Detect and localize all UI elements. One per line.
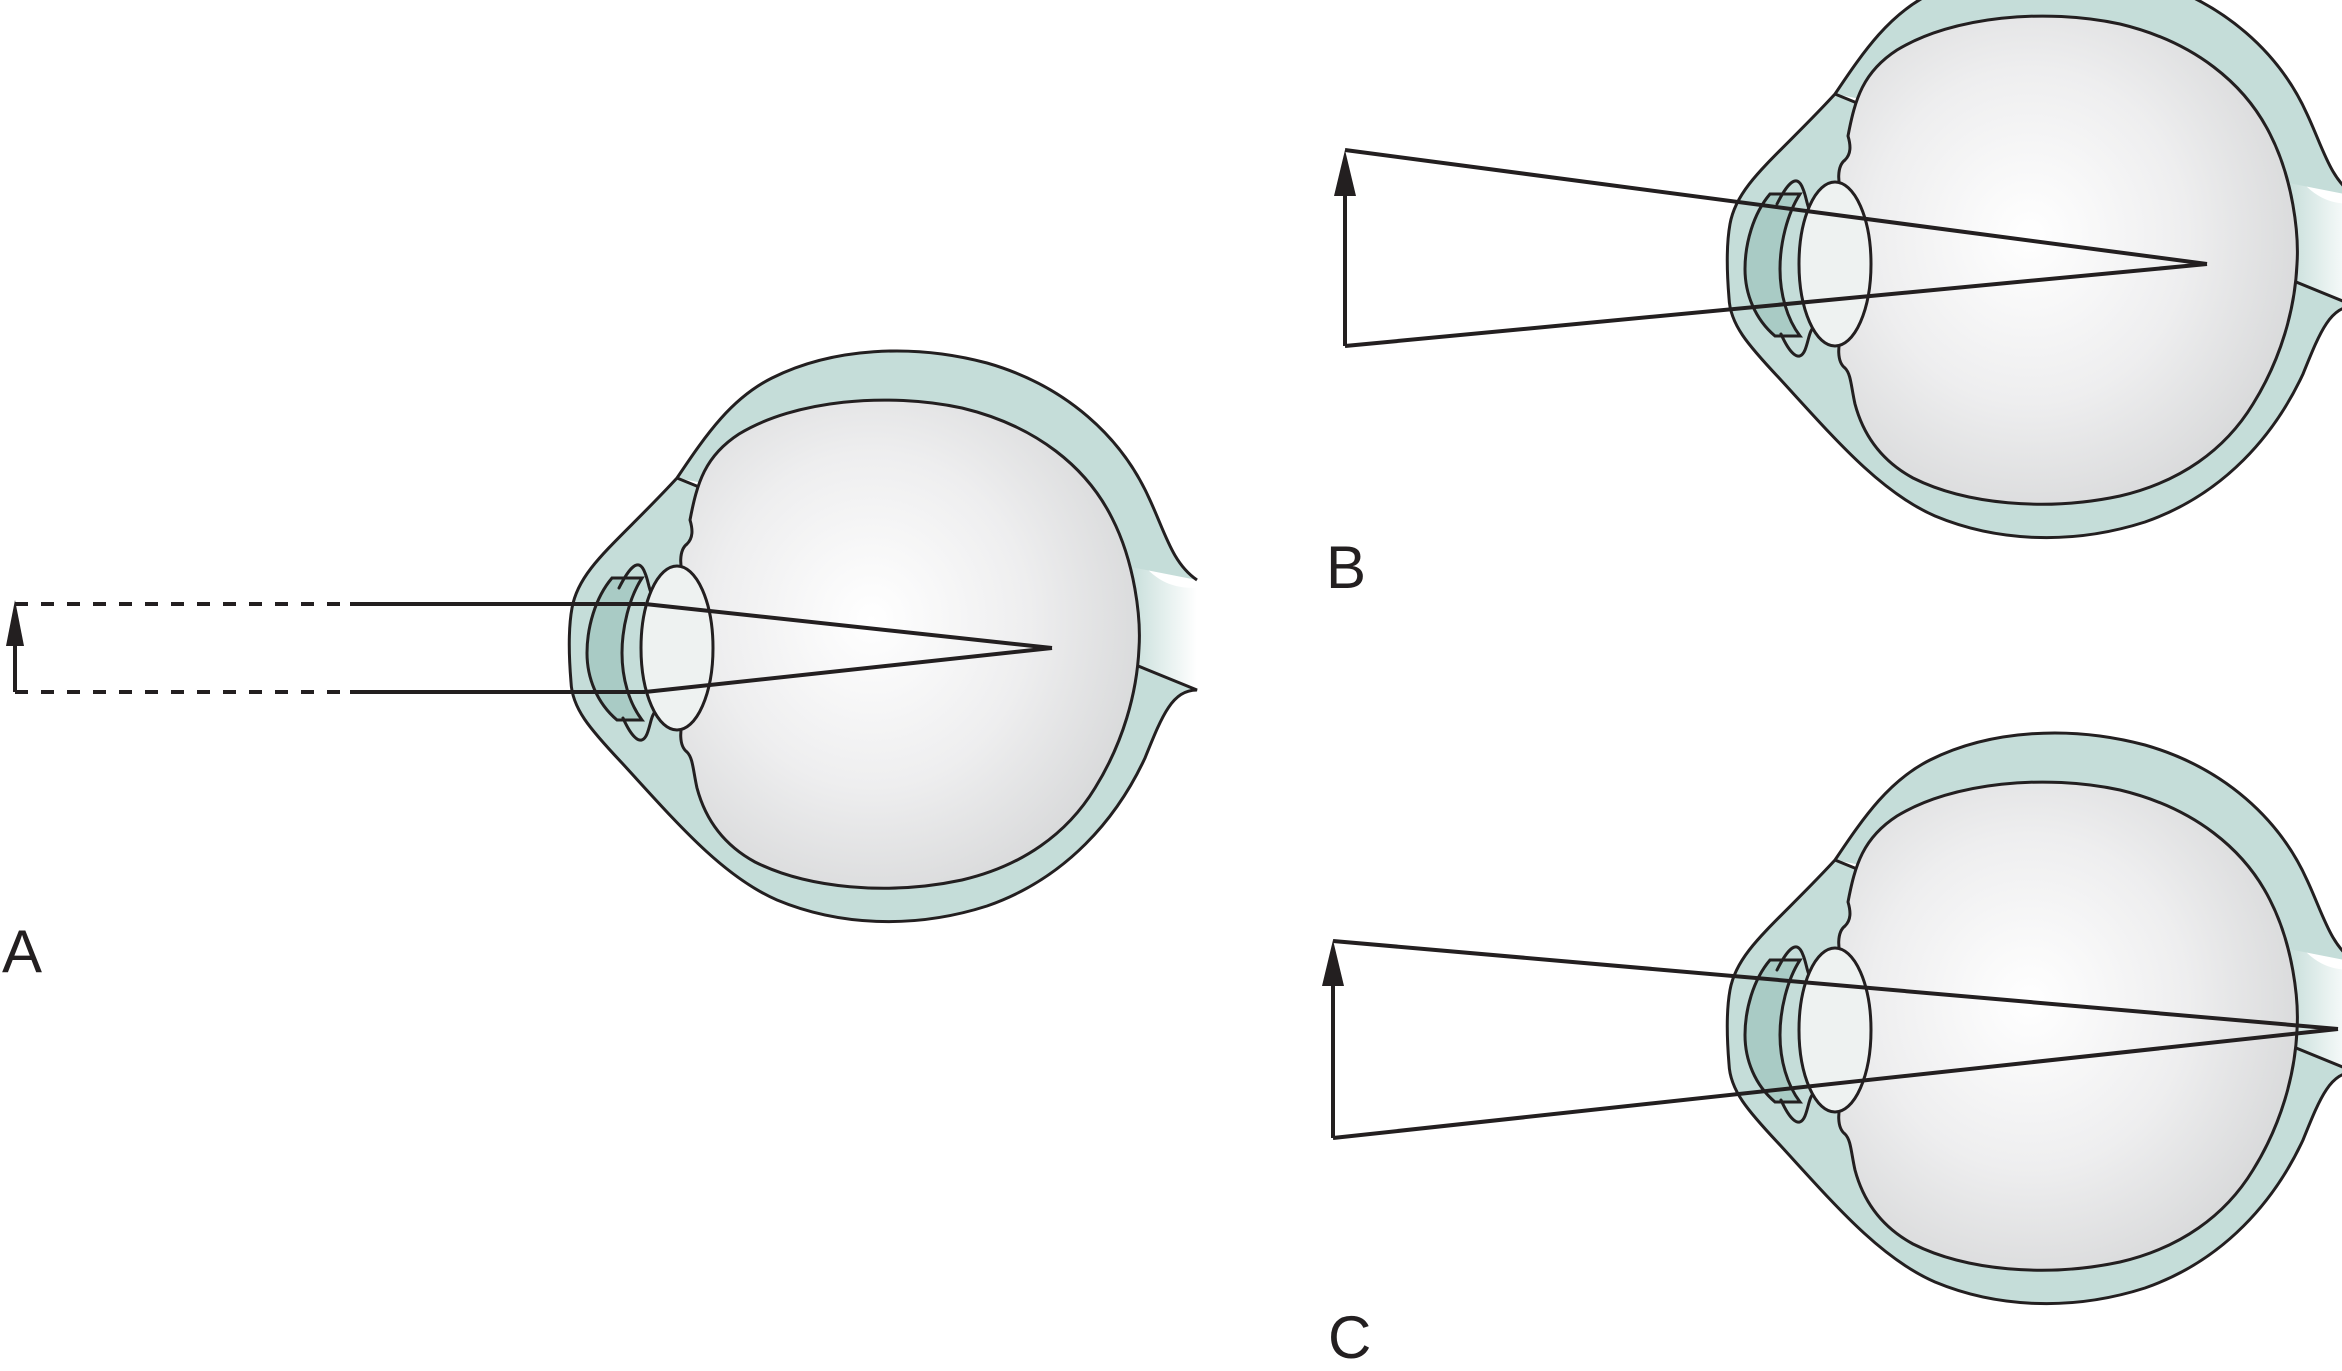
ray-c-top bbox=[1332, 939, 2339, 1031]
ray-b-top bbox=[1344, 148, 2208, 266]
ray-c-bottom bbox=[1332, 1027, 2339, 1140]
ray-b-bottom bbox=[1344, 262, 2208, 348]
panel-a-distance-vision bbox=[6, 349, 1199, 924]
panel-label-b: B bbox=[1326, 534, 1367, 601]
panel-c-near-vision-unaccommodated bbox=[1322, 731, 2342, 1306]
ray-a-top-refracted bbox=[644, 602, 1053, 650]
ray-a-bottom-refracted bbox=[644, 646, 1053, 694]
panel-label-a: A bbox=[2, 918, 43, 985]
eyeball-c bbox=[1725, 731, 2342, 1306]
eyeball-b bbox=[1725, 0, 2342, 540]
panel-label-c: C bbox=[1328, 1304, 1372, 1371]
panel-b-near-vision-accommodated bbox=[1334, 0, 2342, 540]
eyeball-a bbox=[567, 349, 1199, 924]
arrowhead-a bbox=[6, 600, 24, 646]
arrowhead-b bbox=[1334, 150, 1356, 196]
arrowhead-c bbox=[1322, 940, 1344, 986]
